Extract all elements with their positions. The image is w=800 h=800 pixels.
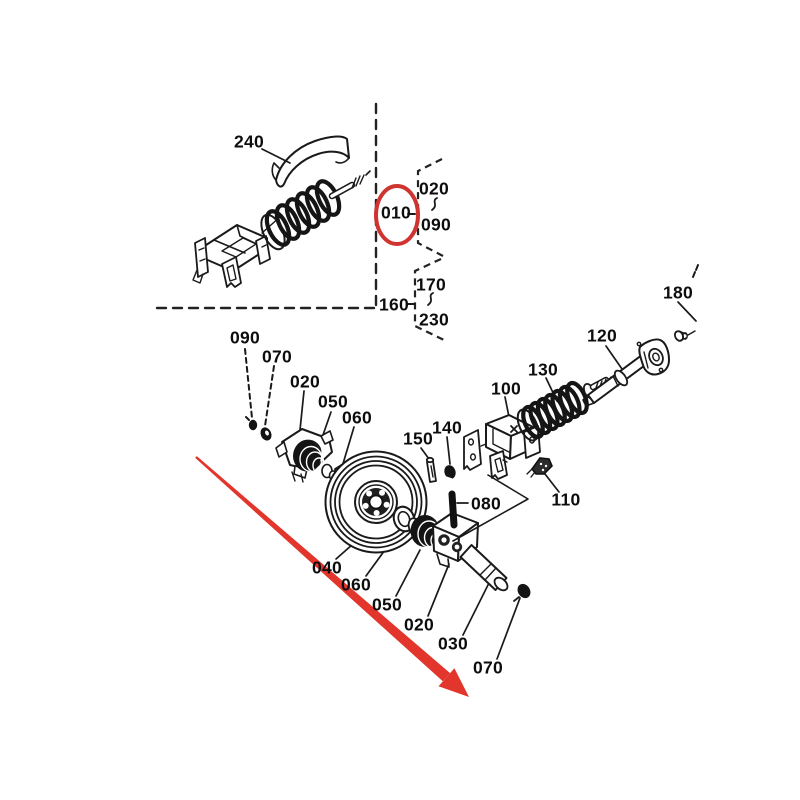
ball-part-070-right [513,583,531,602]
highlight-circle-annotation [374,184,420,246]
leader-120 [605,345,623,370]
pin-part-080 [448,490,458,529]
inset-box-border [155,102,378,310]
inset-threaded-rod [328,170,371,200]
leader-100 [504,396,510,418]
oring-part-070 [260,427,272,441]
nut-part-140 [444,465,456,480]
spring-part-130 [516,380,589,442]
cone-part-110 [526,457,553,478]
leader-150 [420,447,430,460]
leader-030-bottom [462,580,491,636]
shaft-part-030 [459,544,509,592]
inset-bracket [192,215,282,288]
leader-lines [244,148,697,660]
leader-180 [677,301,697,322]
main-assembly [245,330,696,602]
bracket-part-100 [463,414,541,480]
red-arrow-annotation [195,456,469,697]
leader-050-bottom [395,549,421,597]
group-bracket-170-230 [406,258,445,341]
assembly-connector-lines [452,474,529,542]
leader-240 [261,148,291,164]
leader-070-bottom [496,597,521,660]
leader-060-left [341,426,355,468]
inset-cover-plate [271,135,350,188]
leader-090-left [244,348,253,419]
leader-020-left [299,390,305,431]
pulley-wheel-040 [324,450,428,554]
leader-110 [544,473,560,493]
inset-assembly [192,135,371,288]
pin-part-150 [425,456,437,483]
nut-part-180 [674,330,696,342]
group-bracket-020-090 [407,158,446,258]
leader-140 [446,436,451,465]
leader-020-bottom [427,563,450,617]
ball-part-090 [245,416,258,431]
flange-plate [636,338,670,376]
stray-dash-mark [692,264,699,278]
leader-070-left [264,365,275,427]
housing-block-020 [432,512,479,568]
inset-spring [260,179,342,251]
